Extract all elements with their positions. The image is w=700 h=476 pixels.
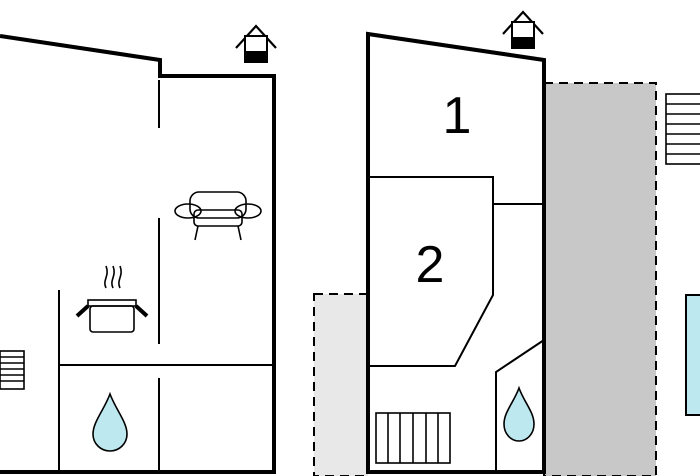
right-floor-outer-wall (366, 31, 546, 474)
left-floor-outer-wall (0, 34, 276, 474)
water-drop-icon (503, 385, 535, 442)
terrace-light (313, 293, 369, 476)
pool (685, 294, 700, 416)
room-number-2: 2 (416, 236, 445, 294)
sofa-icon (174, 191, 262, 241)
stairs-icon (375, 412, 451, 464)
left-floor (0, 24, 277, 474)
bathroom-wall (495, 339, 545, 472)
house-entrance-icon (235, 24, 277, 63)
house-entrance-icon (502, 10, 544, 49)
cooking-pot-icon (75, 265, 149, 333)
stairs-icon (0, 350, 25, 390)
stairs-icon (665, 93, 700, 165)
right-floor: 1 2 (313, 10, 700, 476)
terrace-dark (543, 82, 657, 476)
room-number-1: 1 (443, 87, 472, 145)
room-2-wall (368, 176, 494, 367)
water-drop-icon (92, 391, 128, 452)
